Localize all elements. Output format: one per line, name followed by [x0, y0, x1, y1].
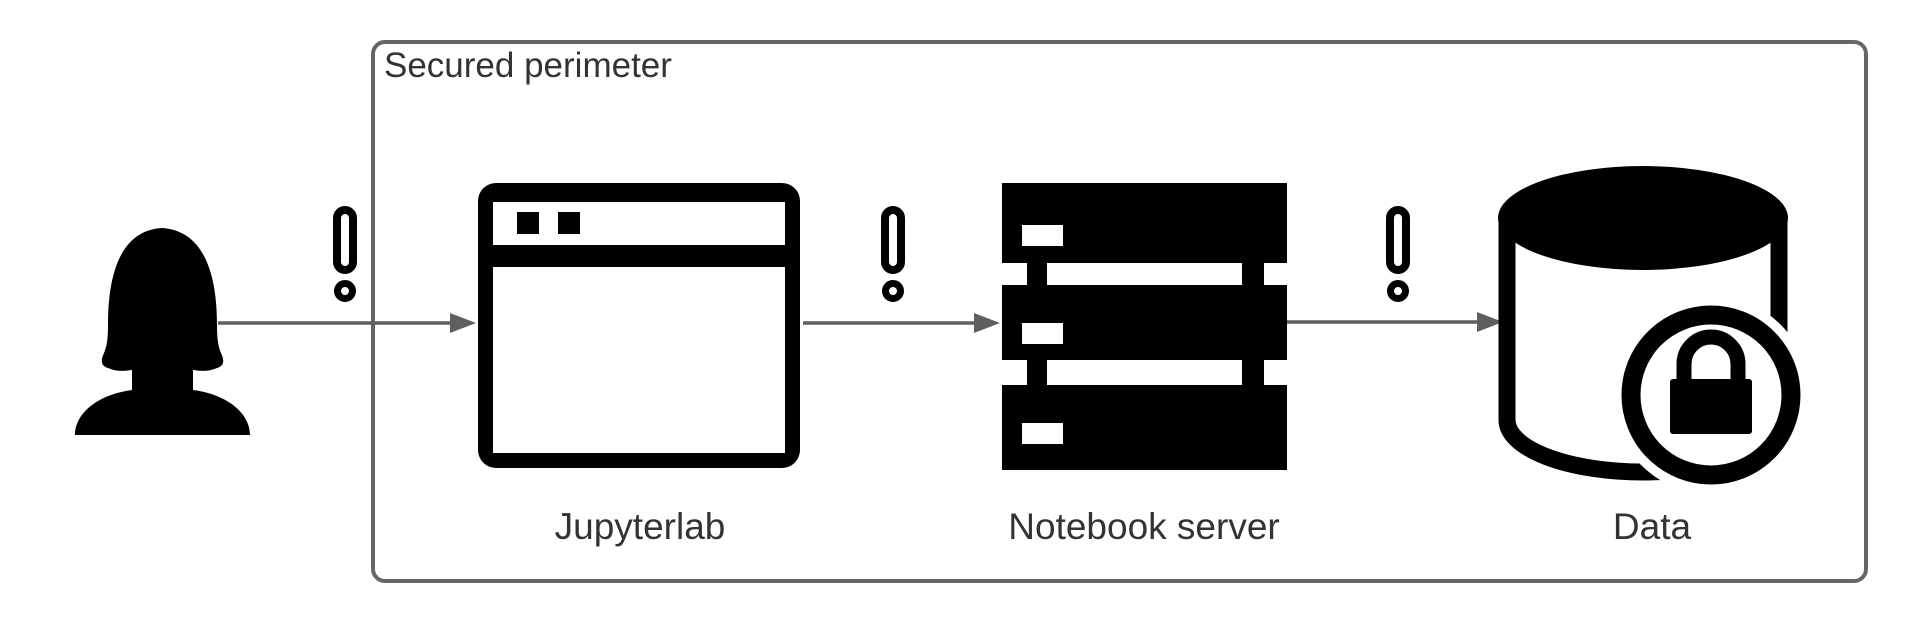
notebook-server-label: Notebook server	[1008, 506, 1280, 547]
exclamation-icon	[1386, 206, 1410, 302]
secured-perimeter-box	[371, 40, 1868, 583]
arrow-server-to-data	[1287, 312, 1503, 332]
lock-body	[1670, 379, 1752, 434]
secured-perimeter-label: Secured perimeter	[384, 46, 672, 85]
exclamation-icon	[881, 206, 905, 302]
browser-window-icon	[478, 183, 800, 468]
user-icon	[75, 228, 250, 435]
jupyterlab-label: Jupyterlab	[554, 506, 726, 547]
arrow-jupyterlab-to-server	[803, 313, 1000, 333]
server-stack-icon	[1002, 183, 1287, 470]
data-label: Data	[1612, 506, 1692, 547]
database-lock-icon	[1498, 166, 1810, 493]
arrow-user-to-jupyterlab	[218, 313, 476, 333]
exclamation-icon	[333, 206, 357, 302]
lock-shackle	[1676, 329, 1746, 382]
